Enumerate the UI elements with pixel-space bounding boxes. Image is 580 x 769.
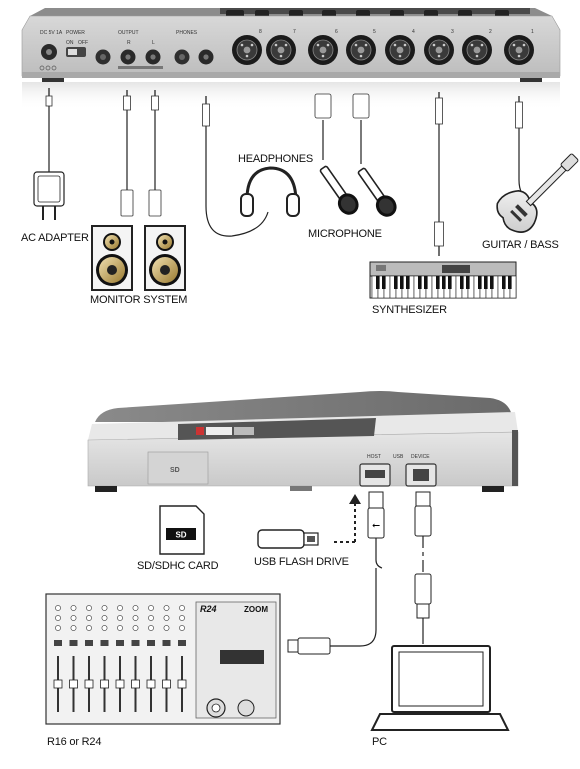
combo-input-jack — [346, 35, 376, 65]
microphone-icon — [319, 165, 397, 217]
panel-off-label: OFF — [78, 40, 88, 46]
label-monitor-system: MONITOR SYSTEM — [90, 294, 188, 306]
ac-adapter-icon — [33, 156, 65, 220]
input-number-label: 8 — [259, 29, 262, 35]
label-microphone: MICROPHONE — [308, 228, 382, 240]
r24-brand-text: ZOOM — [244, 605, 268, 614]
input-number-label: 4 — [412, 29, 415, 35]
combo-input-jack — [232, 35, 262, 65]
synthesizer-icon — [369, 261, 517, 299]
sd-logo: SD — [170, 467, 180, 474]
combo-input-jack — [266, 35, 296, 65]
input-number-label: 6 — [335, 29, 338, 35]
side-host-label: HOST — [367, 454, 381, 460]
side-usb-label: USB — [393, 454, 404, 460]
panel-l-label: L — [152, 40, 155, 46]
input-number-label: 2 — [489, 29, 492, 35]
label-headphones: HEADPHONES — [238, 153, 314, 165]
svg-text:SD: SD — [175, 531, 186, 540]
panel-r-label: R — [127, 40, 131, 46]
r24-model-text: R24 — [200, 604, 217, 614]
input-number-label: 3 — [451, 29, 454, 35]
input-number-label: 1 — [531, 29, 534, 35]
side-device-label: DEVICE — [411, 454, 430, 460]
label-sd-card: SD/SDHC CARD — [137, 560, 219, 572]
label-ac-adapter: AC ADAPTER — [21, 232, 89, 244]
rear-panel — [21, 8, 561, 82]
panel-dc-label: DC 5V 1A — [40, 30, 63, 36]
headphones-icon — [240, 166, 300, 217]
monitor-speakers — [91, 225, 186, 291]
combo-input-jack — [308, 35, 338, 65]
usb-flash-drive-icon — [257, 529, 319, 549]
panel-on-label: ON — [66, 40, 74, 46]
usb-symbol-icon: ⭠ — [372, 520, 380, 531]
label-synthesizer: SYNTHESIZER — [372, 304, 447, 316]
combo-input-jack — [424, 35, 454, 65]
panel-output-label: OUTPUT — [118, 30, 139, 36]
label-pc: PC — [372, 736, 387, 748]
r24-recorder-icon: R24 ZOOM — [45, 593, 281, 725]
side-device: SD — [87, 391, 519, 492]
combo-input-jack — [504, 35, 534, 65]
bottom-cables: ⭠ — [287, 491, 432, 655]
pc-laptop-icon — [370, 645, 510, 731]
input-number-label: 5 — [373, 29, 376, 35]
plugs-top — [45, 88, 523, 129]
combo-input-jack — [385, 35, 415, 65]
speaker-left-icon — [91, 225, 133, 291]
panel-power-label: POWER — [66, 30, 85, 36]
combo-input-jack — [462, 35, 492, 65]
sd-card-icon: SD — [159, 505, 205, 555]
guitar-icon — [496, 153, 579, 233]
speaker-right-icon — [144, 225, 186, 291]
label-usb-flash-drive: USB FLASH DRIVE — [254, 556, 349, 568]
label-r16-r24: R16 or R24 — [47, 736, 102, 748]
input-number-label: 7 — [293, 29, 296, 35]
label-guitar-bass: GUITAR / BASS — [482, 239, 559, 251]
panel-phones-label: PHONES — [176, 30, 198, 36]
